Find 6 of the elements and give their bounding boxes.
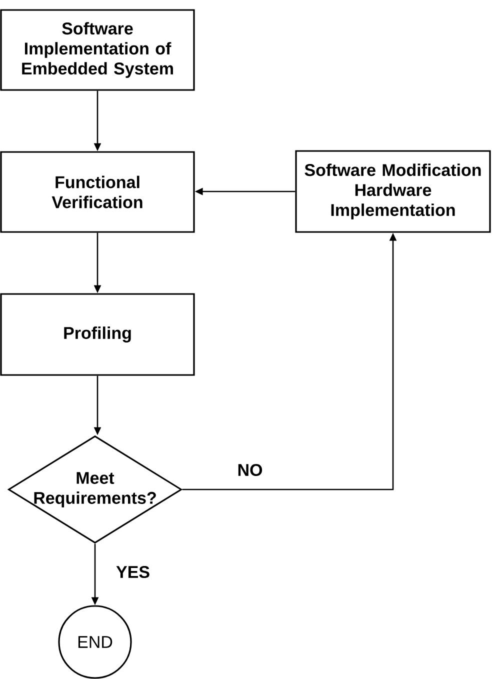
process-box: Software Implementation of Embedded System (0, 9, 195, 91)
process-box: Profiling (0, 293, 195, 376)
process-box: Software Modification Hardware Implementation (295, 150, 491, 233)
process-box: Functional Verification (0, 151, 195, 233)
edge-label: YES (115, 565, 151, 580)
edge-label: NO (236, 462, 264, 478)
